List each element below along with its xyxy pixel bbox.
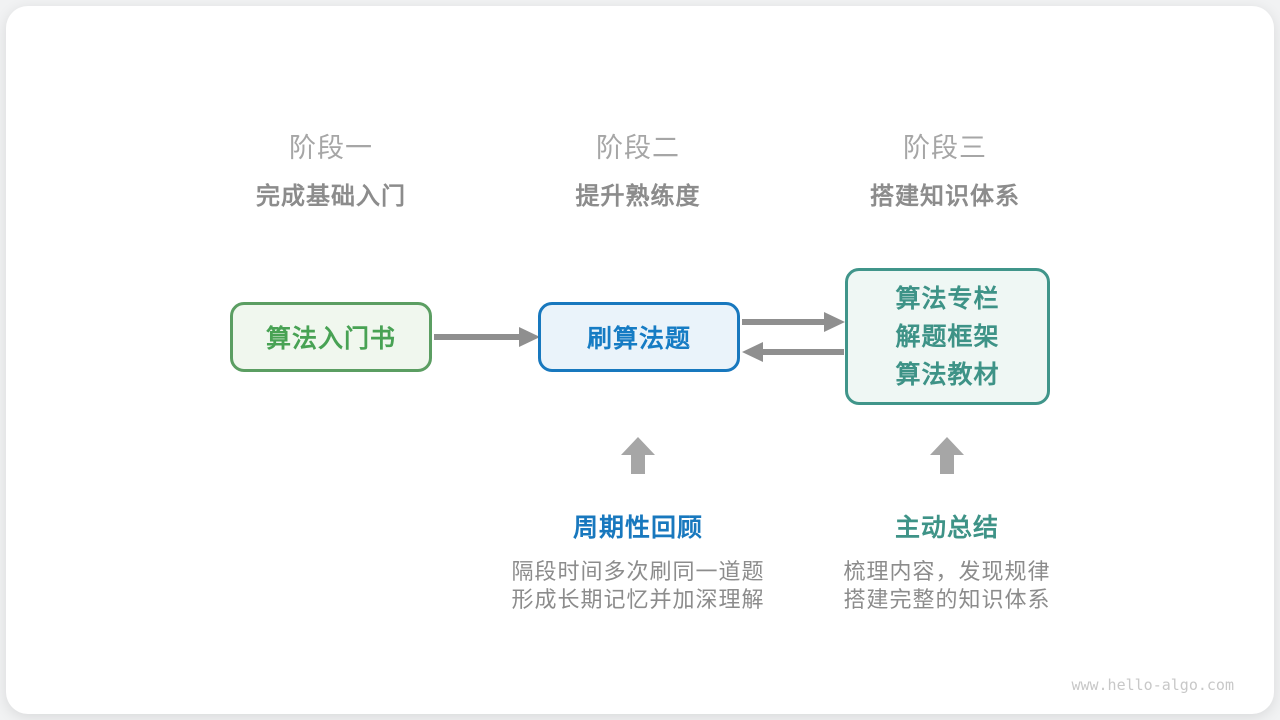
stage-3-subtitle: 搭建知识体系: [870, 183, 1020, 210]
stage-2-title: 阶段二: [596, 133, 680, 163]
stage-1-subtitle: 完成基础入门: [256, 183, 406, 210]
annotation-summary-description: 梳理内容，发现规律 搭建完整的知识体系: [843, 558, 1050, 614]
node-practice-problems: 刷算法题: [538, 302, 740, 372]
annotation-review-desc-line-2: 形成长期记忆并加深理解: [511, 587, 765, 612]
node-intro-book-label: 算法入门书: [265, 325, 396, 353]
annotation-summary-desc-line-2: 搭建完整的知识体系: [843, 587, 1051, 612]
annotation-review-desc-line-1: 隔段时间多次刷同一道题: [511, 559, 765, 584]
node-resource-textbook-label: 算法教材: [895, 360, 1000, 389]
stage-3-title: 阶段三: [903, 133, 987, 163]
annotation-review-description: 隔段时间多次刷同一道题 形成长期记忆并加深理解: [511, 558, 764, 614]
node-intro-book: 算法入门书: [230, 302, 432, 372]
annotation-summary-title: 主动总结: [894, 514, 1000, 542]
node-practice-problems-label: 刷算法题: [586, 325, 691, 353]
stage-2-subtitle: 提升熟练度: [575, 183, 701, 210]
annotation-summary-desc-line-1: 梳理内容，发现规律: [843, 559, 1051, 584]
node-resource-column-label: 算法专栏: [895, 284, 1000, 313]
annotation-review-title: 周期性回顾: [572, 514, 704, 542]
node-resource-framework-label: 解题框架: [895, 322, 1000, 351]
watermark: www.hello-algo.com: [1071, 676, 1234, 694]
stage-1-title: 阶段一: [289, 133, 373, 163]
node-advanced-resources: 算法专栏 解题框架 算法教材: [845, 268, 1050, 405]
